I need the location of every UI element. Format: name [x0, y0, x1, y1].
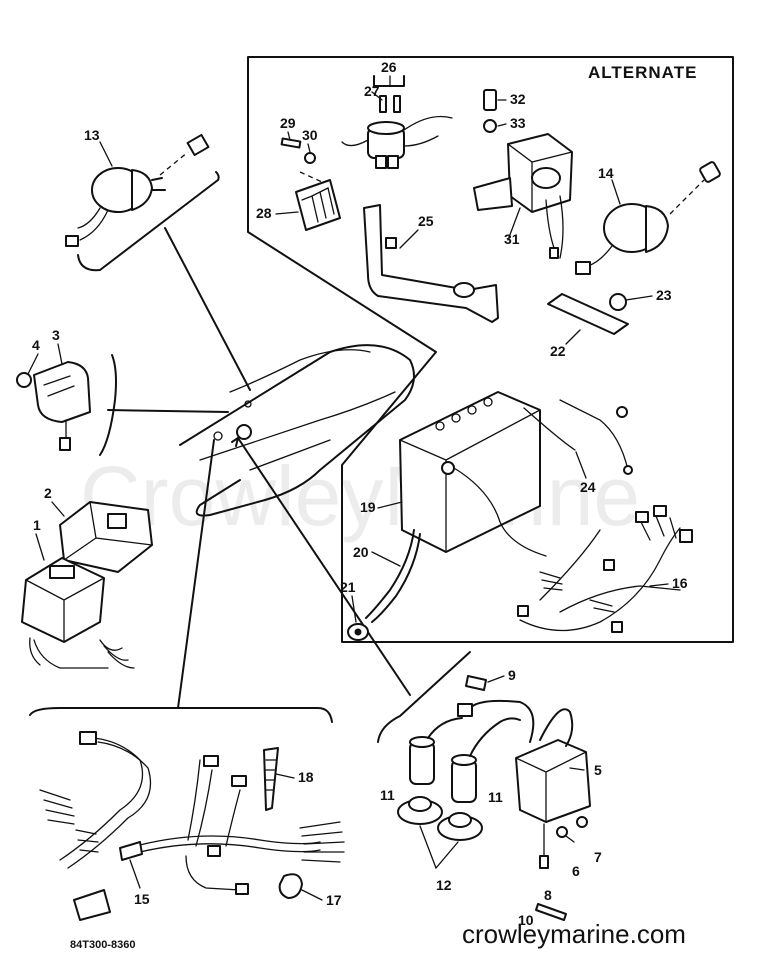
- callout-14: 14: [598, 165, 614, 181]
- nut-23-icon: [609, 293, 627, 311]
- battery-19: [399, 391, 633, 557]
- alternate-panel-title: ALTERNATE: [588, 63, 697, 82]
- callout-32: 32: [510, 91, 526, 107]
- cdi-unit-1: [21, 557, 135, 669]
- washer-33-icon: [483, 119, 497, 133]
- callout-11a: 11: [380, 787, 395, 803]
- bracket-25: [363, 204, 499, 323]
- callout-28: 28: [256, 205, 272, 221]
- callout-11b: 11: [488, 789, 503, 805]
- leader-line-3: [107, 409, 229, 413]
- bolt-32-icon: [483, 89, 497, 111]
- screw-27-icon: [379, 95, 387, 113]
- callout-3: 3: [52, 327, 60, 343]
- callout-6: 6: [572, 863, 580, 879]
- callout-31: 31: [504, 231, 520, 247]
- battery-lead-24: [523, 407, 576, 451]
- callout-24: 24: [580, 479, 596, 495]
- ignition-coil-5: [457, 675, 591, 921]
- callout-2: 2: [44, 485, 52, 501]
- bolt-29-icon: [280, 137, 302, 149]
- bracket-group-5: [377, 651, 471, 743]
- callout-5: 5: [594, 762, 602, 778]
- vent-tube-20: [347, 529, 421, 641]
- callout-1: 1: [33, 517, 41, 533]
- plug-cap-11b: [451, 717, 521, 803]
- callout-29: 29: [280, 115, 296, 131]
- cover-2: [59, 501, 153, 573]
- callout-22: 22: [550, 343, 566, 359]
- wire-harness-16: [517, 505, 693, 633]
- screw-10-icon: [535, 903, 567, 921]
- leader-line-5: [237, 437, 411, 696]
- callout-12: 12: [436, 877, 452, 893]
- alternate-panel: ALTERNATE: [247, 56, 734, 643]
- watermark-text: CrowleyMarine: [80, 449, 640, 543]
- bracket-group-13: [77, 171, 220, 272]
- screw-6-icon: [556, 826, 568, 838]
- callout-8: 8: [544, 887, 552, 903]
- callout-26: 26: [381, 59, 397, 75]
- callout-16: 16: [672, 575, 688, 591]
- battery-strap-22: [547, 293, 629, 335]
- callout-33: 33: [510, 115, 526, 131]
- bracket-group-3: [99, 354, 117, 456]
- plug-cap-11a: [409, 717, 463, 785]
- callout-leaders: [27, 75, 669, 901]
- leader-line-15: [177, 439, 215, 709]
- screw-4-icon: [16, 372, 32, 388]
- callout-30: 30: [302, 127, 318, 143]
- callout-7: 7: [594, 849, 602, 865]
- bracket-group-15: [29, 707, 333, 723]
- callout-21: 21: [340, 579, 356, 595]
- regulator-28: [280, 137, 341, 231]
- leader-arrowhead: [231, 437, 239, 447]
- callout-10: 10: [518, 912, 534, 928]
- callout-23: 23: [656, 287, 672, 303]
- website-credit: crowleymarine.com: [462, 919, 686, 949]
- callout-4: 4: [32, 337, 40, 353]
- diagram-part-code: 84T300-8360: [70, 939, 135, 951]
- starter-relay-31: [473, 89, 573, 259]
- bracket-26: [373, 75, 405, 87]
- plug-cap-connector-9: [457, 703, 473, 717]
- callout-13: 13: [84, 127, 100, 143]
- leader-12: [419, 825, 459, 870]
- screw-27b-icon: [393, 95, 401, 113]
- band-18: [263, 747, 279, 811]
- callout-25: 25: [418, 213, 434, 229]
- callout-19: 19: [360, 499, 376, 515]
- clamp-17: [278, 873, 303, 899]
- stop-switch-3: [16, 361, 91, 451]
- plug-boot-12a: [397, 796, 443, 825]
- callout-labels: 1 2 3 4 5 6 7 8 9 10 11 11 12 13 14 15 1…: [32, 59, 688, 928]
- washer-7-icon: [576, 816, 588, 828]
- clip-9-icon: [465, 675, 487, 691]
- callout-15: 15: [134, 891, 150, 907]
- washer-30-icon: [304, 152, 316, 164]
- main-switch-14: [575, 161, 721, 275]
- main-switch-13: [65, 133, 210, 247]
- plug-boot-12b: [437, 812, 483, 841]
- front-direction-marker-icon: [73, 889, 111, 921]
- callout-17: 17: [326, 892, 342, 908]
- wire-8-icon: [539, 855, 549, 869]
- boat-hull-illustration: [179, 344, 415, 517]
- leader-line-13: [164, 227, 251, 391]
- wire-harness-15: [39, 731, 345, 921]
- callout-9: 9: [508, 667, 516, 683]
- relay-26: [341, 75, 453, 169]
- callout-18: 18: [298, 769, 314, 785]
- callout-20: 20: [353, 544, 369, 560]
